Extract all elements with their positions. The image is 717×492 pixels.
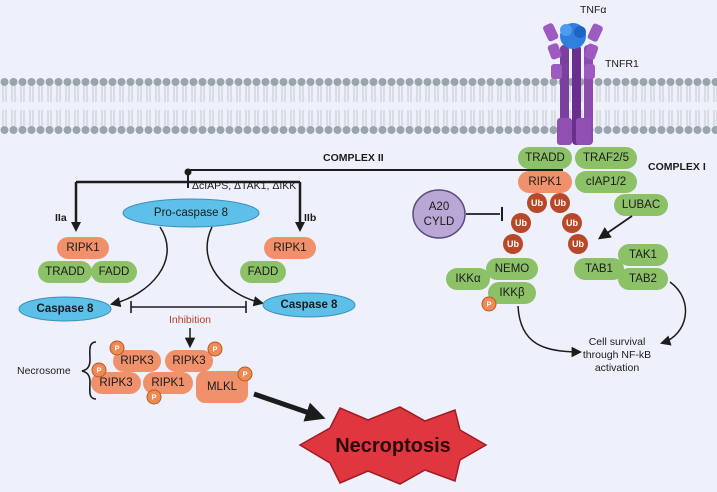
iia-fadd: FADD: [91, 261, 137, 283]
survival-line-3: activation: [595, 362, 640, 374]
svg-text:P: P: [486, 300, 491, 309]
inhibition-label: Inhibition: [169, 314, 211, 326]
necroptosis-label: Necroptosis: [335, 435, 451, 457]
ikk-to-survival-arrow: [517, 305, 583, 358]
svg-text:TRAF2/5: TRAF2/5: [583, 152, 629, 164]
svg-text:P: P: [242, 370, 247, 379]
svg-text:TRADD: TRADD: [45, 266, 85, 278]
svg-text:TAB1: TAB1: [585, 263, 613, 275]
svg-text:P: P: [212, 345, 217, 354]
complex-i-ripk1: RIPK1: [518, 171, 572, 193]
svg-text:Ub: Ub: [572, 239, 584, 249]
svg-text:P: P: [96, 366, 101, 375]
lubac-node: LUBAC: [614, 194, 668, 216]
necroptosis-arrow: [253, 391, 326, 422]
tnfr1-label: TNFR1: [605, 58, 639, 70]
svg-text:TAB2: TAB2: [629, 273, 657, 285]
lubac-arrow: [597, 215, 633, 240]
ikk-alpha-node: IKKα: [446, 268, 490, 290]
tab2-node: TAB2: [618, 268, 668, 290]
tak1-node: TAK1: [618, 244, 668, 266]
svg-text:NEMO: NEMO: [495, 263, 530, 275]
tab1-node: TAB1: [574, 258, 624, 280]
mlkl-node: MLKL: [196, 371, 248, 403]
complex-ii-label: COMPLEX II: [323, 152, 384, 164]
svg-text:RIPK3: RIPK3: [172, 355, 205, 367]
svg-text:Caspase 8: Caspase 8: [37, 303, 95, 315]
svg-text:RIPK1: RIPK1: [273, 242, 306, 254]
complex-i-ciap: cIAP1/2: [575, 171, 637, 193]
svg-text:A20: A20: [429, 201, 449, 213]
tnfr1-receptor: [543, 23, 603, 145]
svg-text:RIPK1: RIPK1: [151, 377, 184, 389]
tnf-alpha-label: TNFα: [580, 4, 606, 16]
procaspase-to-caspase-right-arrow: [206, 226, 265, 307]
necrosome-ripk3-1: RIPK3: [113, 350, 161, 372]
complex-i-tradd: TRADD: [518, 147, 572, 169]
procaspase-to-caspase-left-arrow: [109, 226, 168, 308]
svg-text:IKKα: IKKα: [455, 273, 481, 285]
ub-chain-right: Ub Ub Ub: [550, 193, 588, 254]
iib-fadd: FADD: [240, 261, 286, 283]
svg-text:Ub: Ub: [566, 218, 578, 228]
iib-ripk1: RIPK1: [264, 237, 316, 259]
svg-text:FADD: FADD: [99, 266, 130, 278]
survival-line-2: through NF-kB: [583, 349, 651, 361]
ub-chain-left: Ub Ub Ub: [503, 193, 547, 254]
svg-text:Ub: Ub: [531, 198, 543, 208]
svg-text:FADD: FADD: [248, 266, 279, 278]
caspase-8-right: Caspase 8: [262, 292, 356, 318]
complex-i-label: COMPLEX I: [648, 161, 706, 173]
necroptosis-burst: [298, 406, 488, 485]
a20-cyld-node: A20 CYLD: [412, 189, 466, 239]
procaspase-8-node: Pro-caspase 8: [122, 198, 260, 228]
necrosome-ripk3-3: RIPK3: [91, 372, 141, 394]
svg-text:P: P: [151, 393, 156, 402]
tab-to-survival-arrow: [659, 281, 687, 346]
svg-text:TAK1: TAK1: [629, 249, 657, 261]
necrosome-ripk1: RIPK1: [143, 372, 193, 394]
svg-text:IKKβ: IKKβ: [499, 287, 525, 299]
svg-text:RIPK3: RIPK3: [99, 377, 132, 389]
svg-text:RIPK1: RIPK1: [66, 242, 99, 254]
complex-ii-junction: [184, 168, 192, 176]
svg-text:MLKL: MLKL: [207, 381, 238, 393]
svg-text:Caspase 8: Caspase 8: [281, 299, 339, 311]
iia-ripk1: RIPK1: [57, 237, 109, 259]
deletions-label: ΔcIAPS, ΔTAK1, ΔIKK: [192, 180, 296, 192]
ikk-phospho: P: [481, 296, 497, 312]
tnf-alpha-ligand: [560, 23, 586, 49]
svg-text:TRADD: TRADD: [525, 152, 565, 164]
complex-iib-label: IIb: [304, 212, 316, 224]
svg-text:Ub: Ub: [507, 239, 519, 249]
svg-text:Ub: Ub: [554, 198, 566, 208]
necrosome-brace: [81, 341, 97, 400]
necrosome-label: Necrosome: [17, 365, 71, 377]
svg-text:P: P: [114, 344, 119, 353]
complex-i-traf: TRAF2/5: [575, 147, 637, 169]
caspase-8-left: Caspase 8: [18, 296, 112, 322]
cell-membrane: [0, 74, 717, 138]
svg-text:CYLD: CYLD: [424, 216, 455, 228]
iia-tradd: TRADD: [38, 261, 92, 283]
ikk-beta-node: IKKβ: [488, 282, 536, 304]
phospho-markers: P P P P P: [91, 340, 253, 405]
svg-text:RIPK3: RIPK3: [120, 355, 153, 367]
svg-text:LUBAC: LUBAC: [622, 199, 660, 211]
svg-text:cIAP1/2: cIAP1/2: [586, 176, 626, 188]
complex-iia-label: IIa: [55, 212, 67, 224]
necrosome-ripk3-2: RIPK3: [165, 350, 213, 372]
nemo-node: NEMO: [486, 258, 538, 280]
survival-line-1: Cell survival: [589, 336, 646, 348]
svg-text:Pro-caspase 8: Pro-caspase 8: [154, 207, 228, 219]
svg-text:Ub: Ub: [515, 218, 527, 228]
svg-text:RIPK1: RIPK1: [528, 176, 561, 188]
caspase-inhibition-bar: [130, 301, 247, 313]
